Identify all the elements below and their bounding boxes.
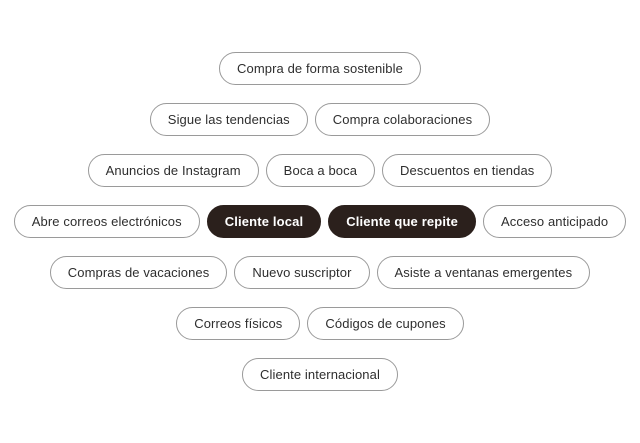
tag-pill[interactable]: Cliente internacional [242, 358, 398, 391]
tag-row: Cliente internacional [0, 358, 640, 391]
tag-pill-selected[interactable]: Cliente que repite [328, 205, 476, 238]
tag-pill[interactable]: Compras de vacaciones [49, 256, 228, 289]
tag-pill[interactable]: Abre correos electrónicos [13, 205, 200, 238]
tag-pill[interactable]: Compra de forma sostenible [219, 52, 421, 85]
tag-pill[interactable]: Códigos de cupones [307, 307, 464, 340]
tag-pill[interactable]: Descuentos en tiendas [382, 154, 553, 187]
tag-pill[interactable]: Acceso anticipado [483, 205, 627, 238]
tag-pill-selected[interactable]: Cliente local [206, 205, 322, 238]
tag-row: Compra de forma sostenible [0, 52, 640, 85]
tag-pill[interactable]: Nuevo suscriptor [234, 256, 370, 289]
tag-pill[interactable]: Boca a boca [265, 154, 376, 187]
tag-pill[interactable]: Correos físicos [176, 307, 301, 340]
tag-pill[interactable]: Anuncios de Instagram [87, 154, 259, 187]
tag-pill[interactable]: Compra colaboraciones [314, 103, 491, 136]
tag-pill[interactable]: Asiste a ventanas emergentes [376, 256, 591, 289]
tag-pill[interactable]: Sigue las tendencias [149, 103, 308, 136]
